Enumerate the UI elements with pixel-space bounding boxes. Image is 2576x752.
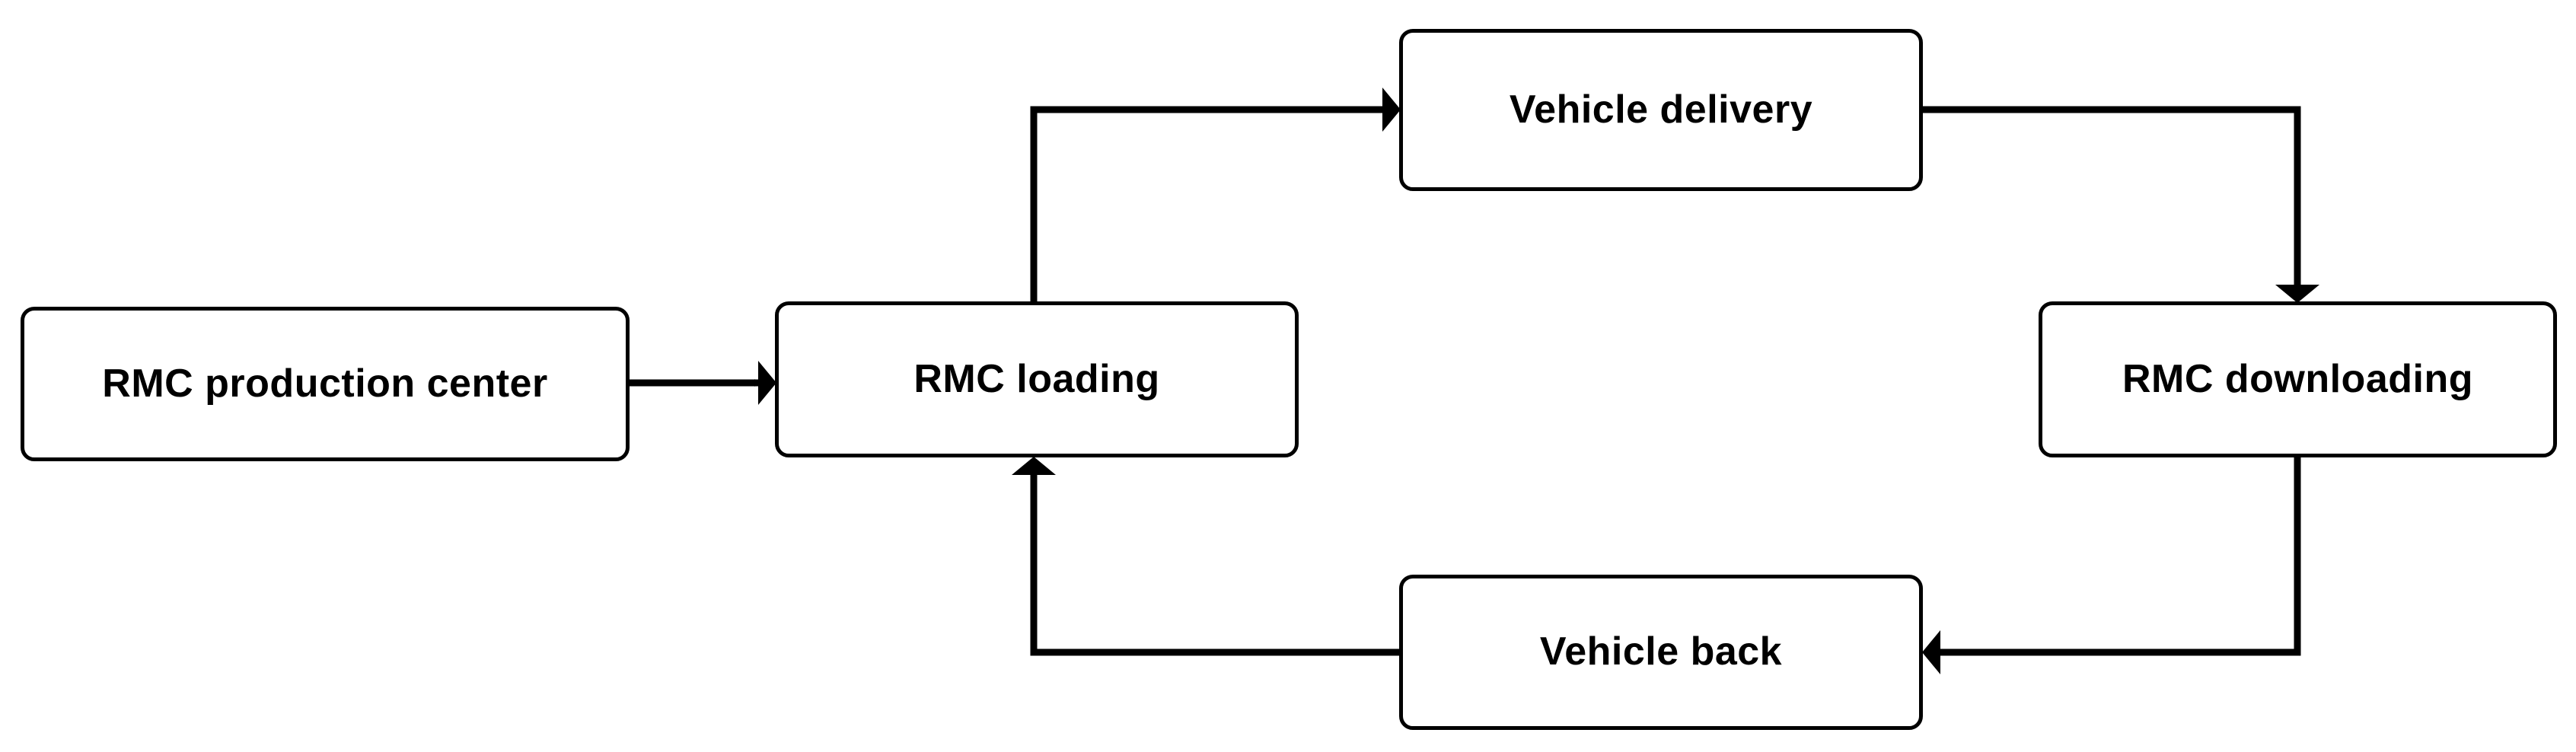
edge-back-to-loading bbox=[1012, 457, 1399, 656]
node-rmc-downloading[interactable]: RMC downloading bbox=[2039, 301, 2557, 457]
edge-production-to-loading bbox=[630, 361, 776, 405]
arrowhead-icon bbox=[1012, 457, 1056, 475]
edge-downloading-to-back bbox=[1922, 457, 2301, 674]
arrowhead-icon bbox=[1922, 630, 1940, 674]
edge-line bbox=[1030, 472, 1399, 656]
edge-loading-to-delivery bbox=[1030, 88, 1401, 301]
node-label: Vehicle delivery bbox=[1509, 87, 1813, 132]
node-rmc-production-center[interactable]: RMC production center bbox=[21, 307, 630, 461]
node-rmc-loading[interactable]: RMC loading bbox=[775, 301, 1299, 457]
node-vehicle-back[interactable]: Vehicle back bbox=[1399, 575, 1923, 730]
node-label: RMC production center bbox=[102, 361, 548, 406]
arrowhead-icon bbox=[758, 361, 776, 405]
arrowhead-icon bbox=[1382, 88, 1401, 132]
edge-delivery-to-downloading bbox=[1922, 106, 2319, 303]
edge-line bbox=[1922, 106, 2301, 288]
node-label: RMC loading bbox=[913, 356, 1160, 401]
edge-line bbox=[1030, 106, 1385, 301]
node-label: Vehicle back bbox=[1539, 629, 1783, 674]
arrowhead-icon bbox=[2275, 285, 2319, 303]
node-label: RMC downloading bbox=[2122, 356, 2473, 401]
node-vehicle-delivery[interactable]: Vehicle delivery bbox=[1399, 29, 1923, 191]
edge-line bbox=[1937, 457, 2301, 656]
